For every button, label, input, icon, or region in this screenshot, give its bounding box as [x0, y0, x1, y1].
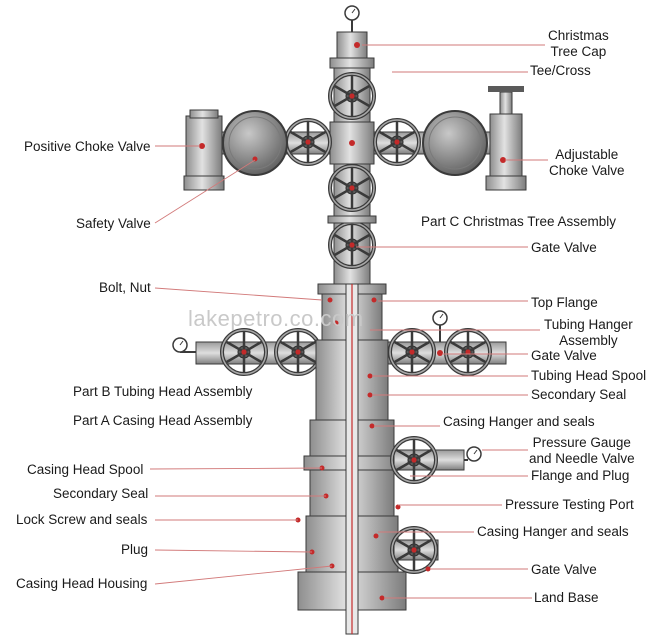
label-casing-head-spool: Casing Head Spool: [27, 462, 144, 477]
label-line: Pressure Gauge: [532, 435, 631, 450]
label-plug: Plug: [121, 542, 149, 557]
label-christmas-tree-cap: Christmas Tree Cap: [548, 28, 609, 60]
label-line: Tubing Hanger: [544, 317, 633, 332]
label-tee-cross: Tee/Cross: [530, 63, 591, 78]
label-positive-choke-valve: Positive Choke Valve: [24, 139, 151, 154]
label-part-c: Part C Christmas Tree Assembly: [421, 214, 617, 229]
label-adjustable-choke-valve: Adjustable Choke Valve: [549, 147, 625, 179]
label-secondary-seal-2: Secondary Seal: [53, 486, 149, 501]
label-top-flange: Top Flange: [531, 295, 598, 310]
label-part-a: Part A Casing Head Assembly: [73, 413, 253, 428]
label-tubing-head-spool: Tubing Head Spool: [531, 368, 647, 383]
label-land-base: Land Base: [534, 590, 599, 605]
christmas-tree-assembly: [183, 5, 527, 285]
label-line: Tree Cap: [550, 44, 607, 59]
label-part-b: Part B Tubing Head Assembly: [73, 384, 253, 399]
watermark-text: lakepetro.co.com: [188, 306, 364, 331]
label-gate-valve-3: Gate Valve: [531, 562, 597, 577]
label-flange-and-plug: Flange and Plug: [531, 468, 630, 483]
label-line: Assembly: [559, 333, 618, 348]
label-safety-valve: Safety Valve: [76, 216, 151, 231]
label-secondary-seal-1: Secondary Seal: [531, 387, 627, 402]
label-line: Christmas: [548, 28, 609, 43]
label-casing-head-housing: Casing Head Housing: [16, 576, 148, 591]
label-line: Adjustable: [555, 147, 619, 162]
label-bolt-nut: Bolt, Nut: [99, 280, 151, 295]
label-casing-hanger-seals-1: Casing Hanger and seals: [443, 414, 595, 429]
leader-lines: [149, 44, 548, 599]
label-line: Choke Valve: [549, 163, 625, 178]
label-gate-valve-2: Gate Valve: [531, 348, 597, 363]
label-tubing-hanger-assembly: Tubing Hanger Assembly: [544, 317, 633, 349]
label-line: and Needle Valve: [529, 451, 635, 466]
casing-head-assembly: [295, 283, 482, 635]
label-pressure-testing-port: Pressure Testing Port: [505, 497, 634, 512]
label-casing-hanger-seals-2: Casing Hanger and seals: [477, 524, 629, 539]
label-gate-valve-1: Gate Valve: [531, 240, 597, 255]
label-pressure-gauge-needle-valve: Pressure Gauge and Needle Valve: [529, 435, 635, 467]
label-lock-screw-seals: Lock Screw and seals: [16, 512, 148, 527]
